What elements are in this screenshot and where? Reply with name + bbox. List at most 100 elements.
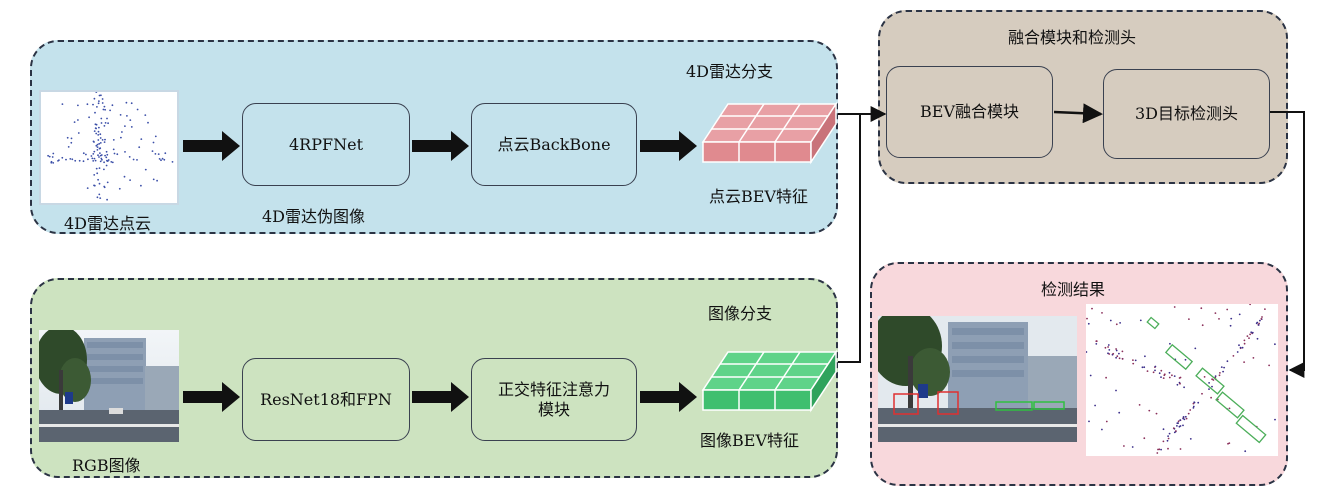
radar-point [93, 174, 96, 176]
bev-point [1243, 361, 1245, 363]
radar-point [97, 102, 100, 105]
radar-point [98, 142, 101, 145]
bev-point [1223, 366, 1225, 369]
radar-point [128, 156, 131, 158]
radar-point [103, 105, 106, 108]
radar-point [82, 152, 85, 155]
bev-point [1179, 419, 1182, 421]
bev-point [1243, 339, 1246, 342]
radar-point [106, 160, 109, 162]
arrow-attention-to-image-bev [640, 382, 697, 412]
radar-point [51, 156, 54, 158]
radar-point [74, 159, 77, 162]
radar-point-cloud-image [39, 90, 179, 205]
radar-point [152, 141, 155, 144]
bev-point [1179, 376, 1182, 379]
radar-point [95, 144, 98, 147]
radar-point [144, 114, 147, 116]
bev-point [1115, 348, 1117, 350]
radar-point [136, 159, 138, 161]
radar-input-label: 4D雷达点云 [64, 214, 152, 233]
radar-point [97, 134, 100, 136]
bev-point [1123, 445, 1125, 447]
bev-point [1184, 358, 1187, 361]
radar-point [106, 198, 108, 201]
radar-point [140, 184, 142, 187]
bev-point [1107, 352, 1109, 355]
radar-point [104, 108, 106, 111]
bev-point [1175, 430, 1177, 432]
radar-point [124, 125, 126, 127]
3d-detection-head-label: 3D目标检测头 [1134, 104, 1238, 123]
radar-pseudo-image-caption: 4D雷达伪图像 [262, 207, 366, 226]
bev-point [1177, 422, 1179, 424]
detection-camera-scene [878, 316, 1077, 442]
bev-point [1238, 313, 1241, 316]
bev-point [1208, 388, 1210, 390]
bev-point [1219, 372, 1221, 374]
bev-point [1274, 343, 1276, 346]
radar-point [109, 109, 111, 112]
bev-fusion-box: BEV融合模块 [886, 66, 1053, 158]
bev-point [1183, 418, 1186, 421]
radar-point [121, 131, 123, 133]
bev-point [1228, 407, 1231, 410]
bev-point [1118, 352, 1120, 355]
bev-point [1251, 331, 1254, 334]
radar-point [113, 152, 116, 155]
bev-point [1168, 371, 1171, 374]
radar-point [100, 117, 103, 120]
radar-point [90, 155, 93, 157]
bev-point [1105, 376, 1107, 379]
bev-point [1188, 318, 1190, 320]
radar-point [73, 121, 76, 123]
radar-point [92, 103, 94, 106]
radar-point [157, 153, 160, 155]
radar-point [112, 148, 115, 151]
point-cloud-bev-feature-label: 点云BEV特征 [709, 187, 808, 206]
bev-point [1132, 359, 1134, 361]
bev-point [1115, 349, 1118, 352]
bev-point [1143, 366, 1146, 369]
bev-point [1274, 418, 1276, 421]
bev-point [1172, 427, 1175, 430]
radar-point [138, 146, 141, 149]
bev-point [1121, 350, 1124, 353]
radar-point [47, 154, 49, 157]
radar-point [163, 158, 166, 161]
3d-detection-head-box: 3D目标检测头 [1103, 69, 1270, 159]
radar-point [93, 97, 96, 100]
bev-point [1194, 347, 1197, 350]
radar-point [91, 157, 94, 160]
radar-point [132, 158, 135, 161]
radar-point [107, 122, 109, 125]
radar-point [99, 197, 102, 199]
radar-point-cloud-plot [47, 92, 174, 201]
resnet18-fpn-box: ResNet18和FPN [242, 358, 410, 441]
bev-point [1236, 351, 1239, 353]
detection-bev-result-image [1086, 304, 1278, 456]
bev-point [1222, 370, 1224, 373]
radar-point [98, 182, 101, 185]
bev-point [1210, 396, 1212, 399]
bev-point [1171, 374, 1173, 377]
radar-point [97, 130, 100, 133]
radar-point [103, 125, 106, 127]
radar-point [93, 130, 96, 132]
bev-point [1173, 375, 1176, 377]
bev-detection-box [1215, 391, 1245, 419]
radar-point [111, 104, 114, 107]
bev-point [1105, 420, 1108, 423]
bev-point [1167, 447, 1169, 450]
radar-point [96, 196, 99, 199]
bev-point [1256, 337, 1259, 340]
arrow-resnet-to-attention [412, 382, 469, 412]
resnet18-fpn-label: ResNet18和FPN [260, 389, 392, 409]
point-cloud-backbone-box: 点云BackBone [471, 103, 637, 186]
bev-fusion-label: BEV融合模块 [920, 102, 1019, 121]
radar-point [130, 126, 133, 128]
bev-point [1250, 331, 1253, 334]
radar-point [48, 155, 51, 158]
bev-point [1259, 319, 1261, 322]
